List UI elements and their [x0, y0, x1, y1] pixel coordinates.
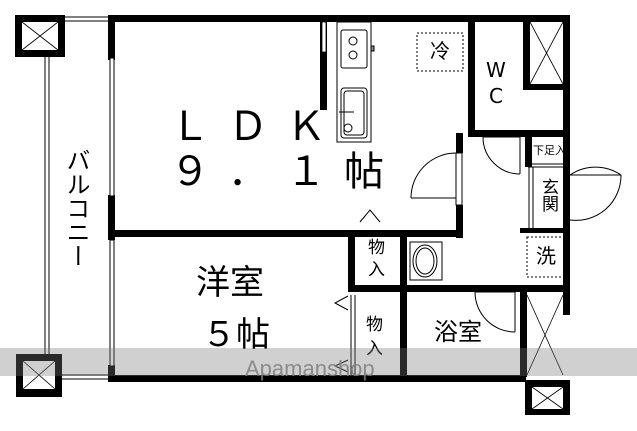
ldk-name: ＬＤＫ — [170, 104, 344, 150]
fridge-space — [416, 32, 464, 72]
ldk-size: ９．１帖 — [170, 149, 402, 195]
wash-basin — [409, 241, 443, 281]
pipe-shaft-right — [526, 294, 564, 410]
pillar-bottom-left — [16, 354, 62, 397]
storage-1-line1: 物 — [368, 238, 385, 258]
pillar-top-left — [15, 15, 65, 57]
washer-label: 洗 — [536, 244, 556, 268]
storage-2-line2: 入 — [366, 339, 383, 359]
kitchen-shaft — [321, 21, 327, 53]
entrance-label: 玄関 — [538, 178, 558, 212]
washer-space — [526, 236, 567, 278]
western-room-size: ５帖 — [202, 315, 270, 355]
kitchen-counter — [336, 21, 375, 143]
western-room-name: 洋室 — [196, 263, 264, 303]
shoe-box-label: 下足入 — [533, 144, 566, 157]
wc-label-w: W — [486, 58, 506, 82]
walls — [108, 15, 570, 415]
balcony-railing — [44, 16, 110, 380]
doors — [333, 136, 622, 375]
watermark: Apamanshop — [245, 356, 375, 381]
storage-1-line2: 入 — [368, 260, 385, 280]
watermark-band — [0, 348, 637, 376]
entrance-step — [528, 163, 566, 228]
balcony-label: バルコニー — [62, 148, 90, 268]
storage-2-line1: 物 — [366, 315, 383, 335]
pipe-shaft-top-right — [529, 21, 564, 85]
bath-label: 浴室 — [434, 318, 482, 346]
fridge-label: 冷 — [430, 39, 450, 63]
wc-label-c: C — [489, 84, 503, 108]
windows — [109, 57, 115, 367]
